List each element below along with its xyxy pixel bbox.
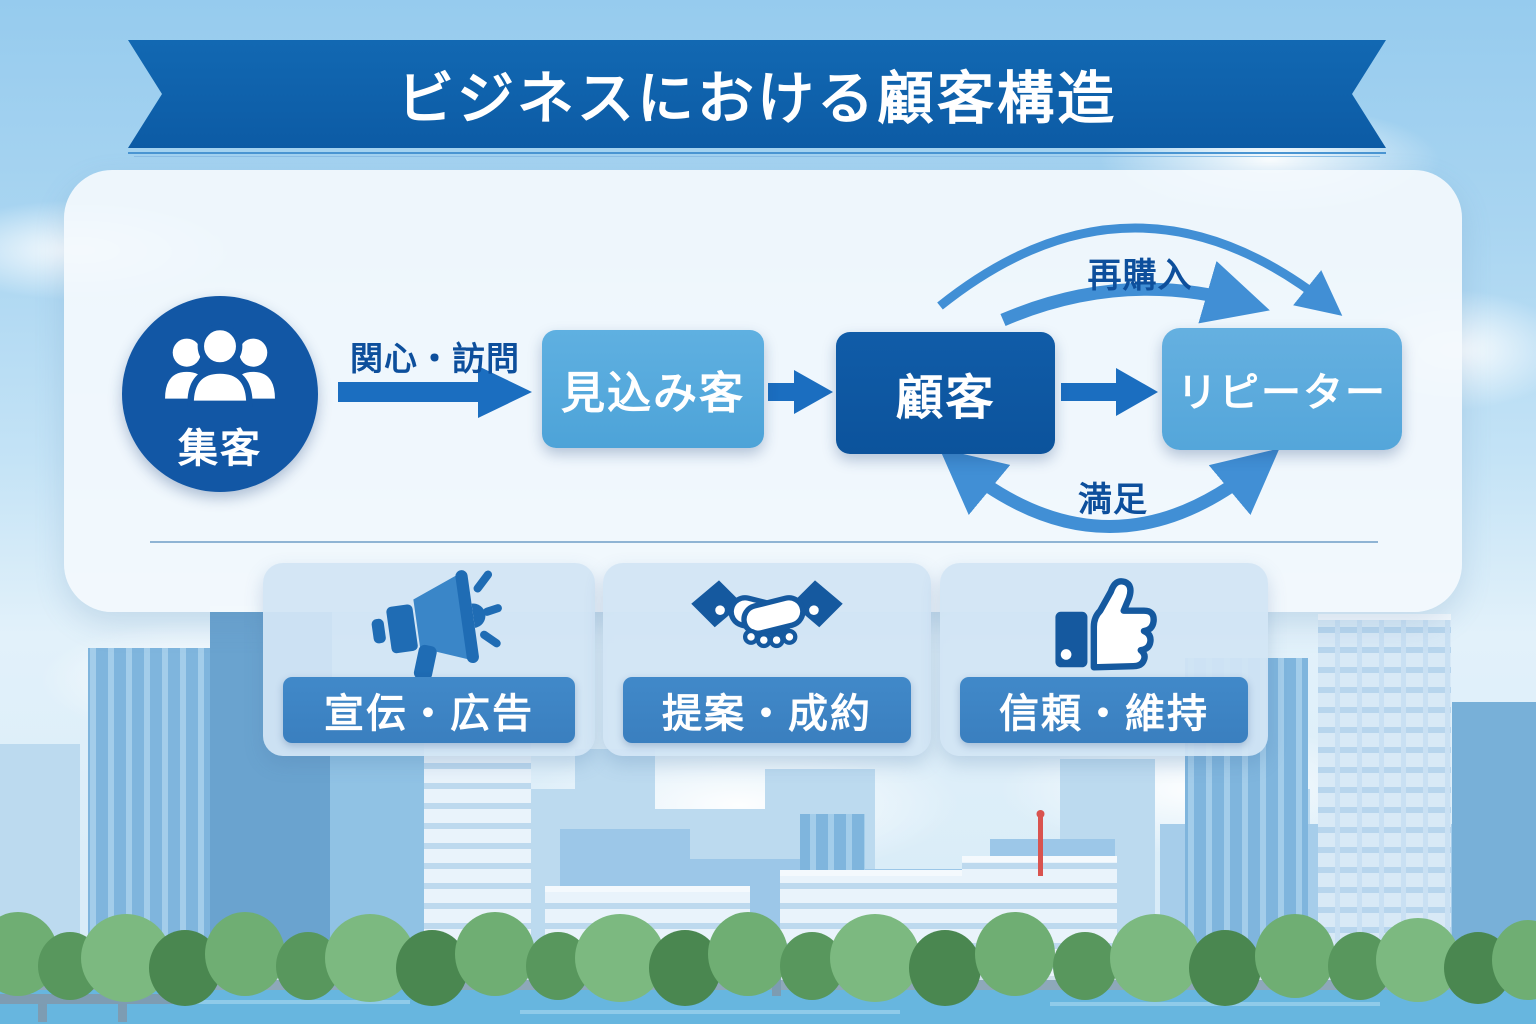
activity-label-bar: 信頼・維持 xyxy=(960,677,1248,743)
stage-box-customer: 顧客 xyxy=(836,332,1055,454)
activity-label-bar: 提案・成約 xyxy=(623,677,911,743)
source-label: 集客 xyxy=(178,427,262,471)
page-title: ビジネスにおける顧客構造 xyxy=(397,67,1117,131)
transition-label: 関心・訪問 xyxy=(350,340,520,377)
activity-label: 宣伝・広告 xyxy=(324,692,534,736)
tree-row xyxy=(0,912,1536,1006)
banner-underline-thin xyxy=(134,156,1380,157)
megaphone-icon xyxy=(263,567,595,679)
red-antenna xyxy=(1038,816,1043,876)
stage-label: リピーター xyxy=(1177,371,1387,415)
thumbs-up-icon xyxy=(940,567,1268,679)
activity-label-bar: 宣伝・広告 xyxy=(283,677,575,743)
banner-underline xyxy=(128,152,1386,154)
activity-card-retention: 信頼・維持 xyxy=(940,563,1268,756)
activity-label: 信頼・維持 xyxy=(999,692,1209,736)
source-circle: 集客 xyxy=(122,296,318,492)
handshake-icon xyxy=(603,567,931,679)
stage-label: 顧客 xyxy=(895,372,996,425)
stage-box-prospect: 見込み客 xyxy=(542,330,764,448)
title-banner: ビジネスにおける顧客構造 xyxy=(128,40,1386,148)
stage-box-repeater: リピーター xyxy=(1162,328,1402,450)
stage-label: 見込み客 xyxy=(561,369,745,418)
satisfaction-label: 満足 xyxy=(1078,481,1148,519)
panel-divider xyxy=(150,541,1378,543)
repurchase-label: 再購入 xyxy=(1087,257,1193,295)
activity-label: 提案・成約 xyxy=(662,692,872,736)
people-group-icon xyxy=(165,323,275,407)
cityscape-background xyxy=(0,606,1536,1024)
activity-card-sales: 提案・成約 xyxy=(603,563,931,756)
activity-card-advertising: 宣伝・広告 xyxy=(263,563,595,756)
